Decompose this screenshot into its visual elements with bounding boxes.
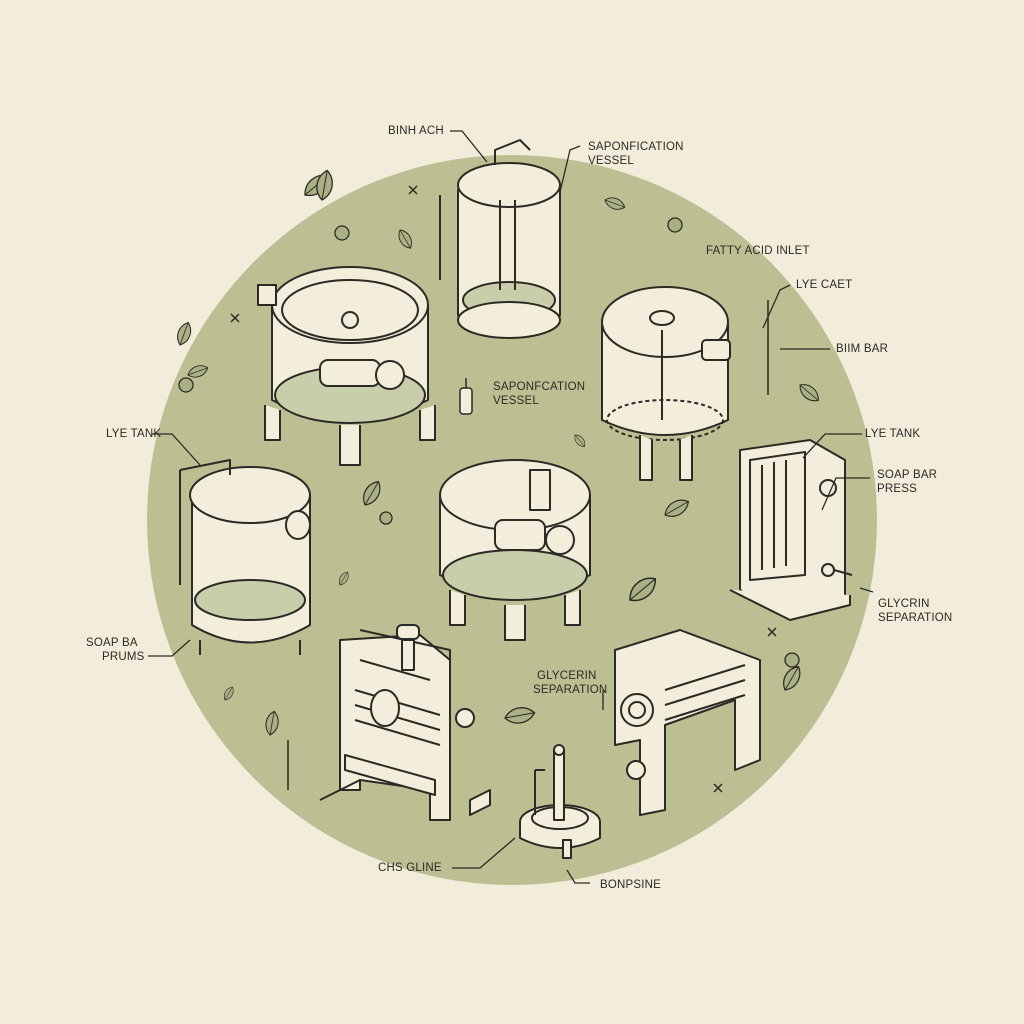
soap-bar-press-right [729, 439, 853, 621]
label-fatty-acid-inlet: FATTY ACID INLET [706, 245, 810, 257]
label-soap-bar-press: SOAP BAR PRESS [877, 469, 938, 495]
candle-icon [459, 378, 473, 415]
label-chs-gline: CHS GLINE [378, 862, 442, 874]
leader-lines [148, 130, 874, 884]
domed-vessel-right [601, 286, 731, 481]
label-saponification-vessel-center: SAPONFCATION VESSEL [493, 381, 586, 407]
label-lye-caet: LYE CAET [796, 279, 853, 291]
label-binh-ach: BINH ACH [388, 125, 444, 137]
decorative-leaves [173, 168, 823, 790]
small-separator-bottom [519, 744, 601, 859]
label-glycrin-separation: GLYCRIN SEPARATION [878, 598, 953, 624]
label-soap-ba-prums: SOAP BA PRUMS [86, 637, 145, 663]
label-glycerin-separation: GLYCERIN SEPARATION [533, 670, 608, 696]
label-bonpsine: BONPSINE [600, 879, 662, 891]
central-mixer [439, 459, 591, 641]
label-biim-bar: BIIM BAR [836, 343, 889, 355]
label-saponification-vessel-top: SAPONFICATION VESSEL [588, 141, 684, 167]
open-mixer-left [257, 266, 436, 466]
tall-vessel-top [439, 139, 561, 339]
label-lye-tank-right: LYE TANK [865, 428, 921, 440]
roller-press-bottom-right [614, 629, 761, 816]
roller-press-bottom-left [319, 624, 491, 821]
lye-tank-left [179, 459, 311, 655]
label-lye-tank-left: LYE TANK [106, 428, 162, 440]
